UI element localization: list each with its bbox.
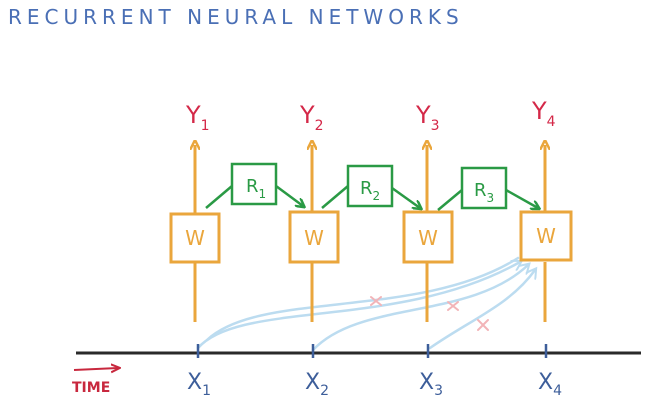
output-label: Y4 (531, 97, 556, 130)
time-step-4: W Y4 X4 (519, 97, 573, 399)
time-step-1: W Y1 X1 (169, 101, 221, 399)
diagram-title: RECURRENT NEURAL NETWORKS (8, 5, 464, 29)
time-indicator: TIME (72, 368, 118, 396)
recurrent-arrow-out (275, 184, 303, 206)
vanishing-crosses (370, 296, 489, 331)
output-label: Y2 (299, 101, 324, 134)
output-label: Y3 (415, 101, 440, 134)
flow-curve-from-x1 (196, 262, 520, 350)
time-step-3: W Y3 X3 (402, 101, 454, 399)
flow-curve-from-x3 (428, 270, 535, 350)
recurrent-label: R2 (360, 178, 380, 203)
input-label: X3 (419, 370, 443, 399)
recurrent-link-2: R2 (321, 164, 420, 209)
weight-box (288, 210, 340, 264)
gradient-flow-curves (196, 256, 535, 352)
flow-curve-from-x1-b (205, 256, 520, 342)
time-label: TIME (72, 380, 110, 396)
cross-mark (477, 319, 489, 331)
cross-mark (447, 301, 459, 311)
recurrent-arrow-in (437, 189, 463, 211)
recurrent-arrow-in (205, 185, 233, 209)
recurrent-label: R3 (474, 180, 494, 205)
recurrent-box (230, 162, 278, 206)
time-step-2: W Y2 X2 (288, 101, 340, 399)
recurrent-arrow-in (321, 185, 349, 209)
recurrent-arrow-out (505, 188, 538, 208)
recurrent-link-3: R3 (437, 166, 538, 211)
weight-label: W (185, 226, 205, 250)
flow-curve-from-x2 (311, 265, 528, 352)
input-label: X4 (538, 370, 562, 399)
weight-label: W (304, 226, 324, 250)
time-arrow (73, 368, 118, 370)
output-label: Y1 (185, 101, 210, 134)
recurrent-arrow-out (391, 186, 420, 208)
cross-mark (370, 296, 382, 306)
input-label: X2 (305, 370, 329, 399)
weight-label: W (536, 224, 556, 248)
recurrent-box (346, 164, 394, 208)
weight-label: W (418, 226, 438, 250)
recurrent-link-1: R1 (205, 162, 303, 209)
recurrent-box (460, 166, 508, 210)
recurrent-label: R1 (246, 176, 266, 201)
input-label: X1 (187, 370, 211, 399)
